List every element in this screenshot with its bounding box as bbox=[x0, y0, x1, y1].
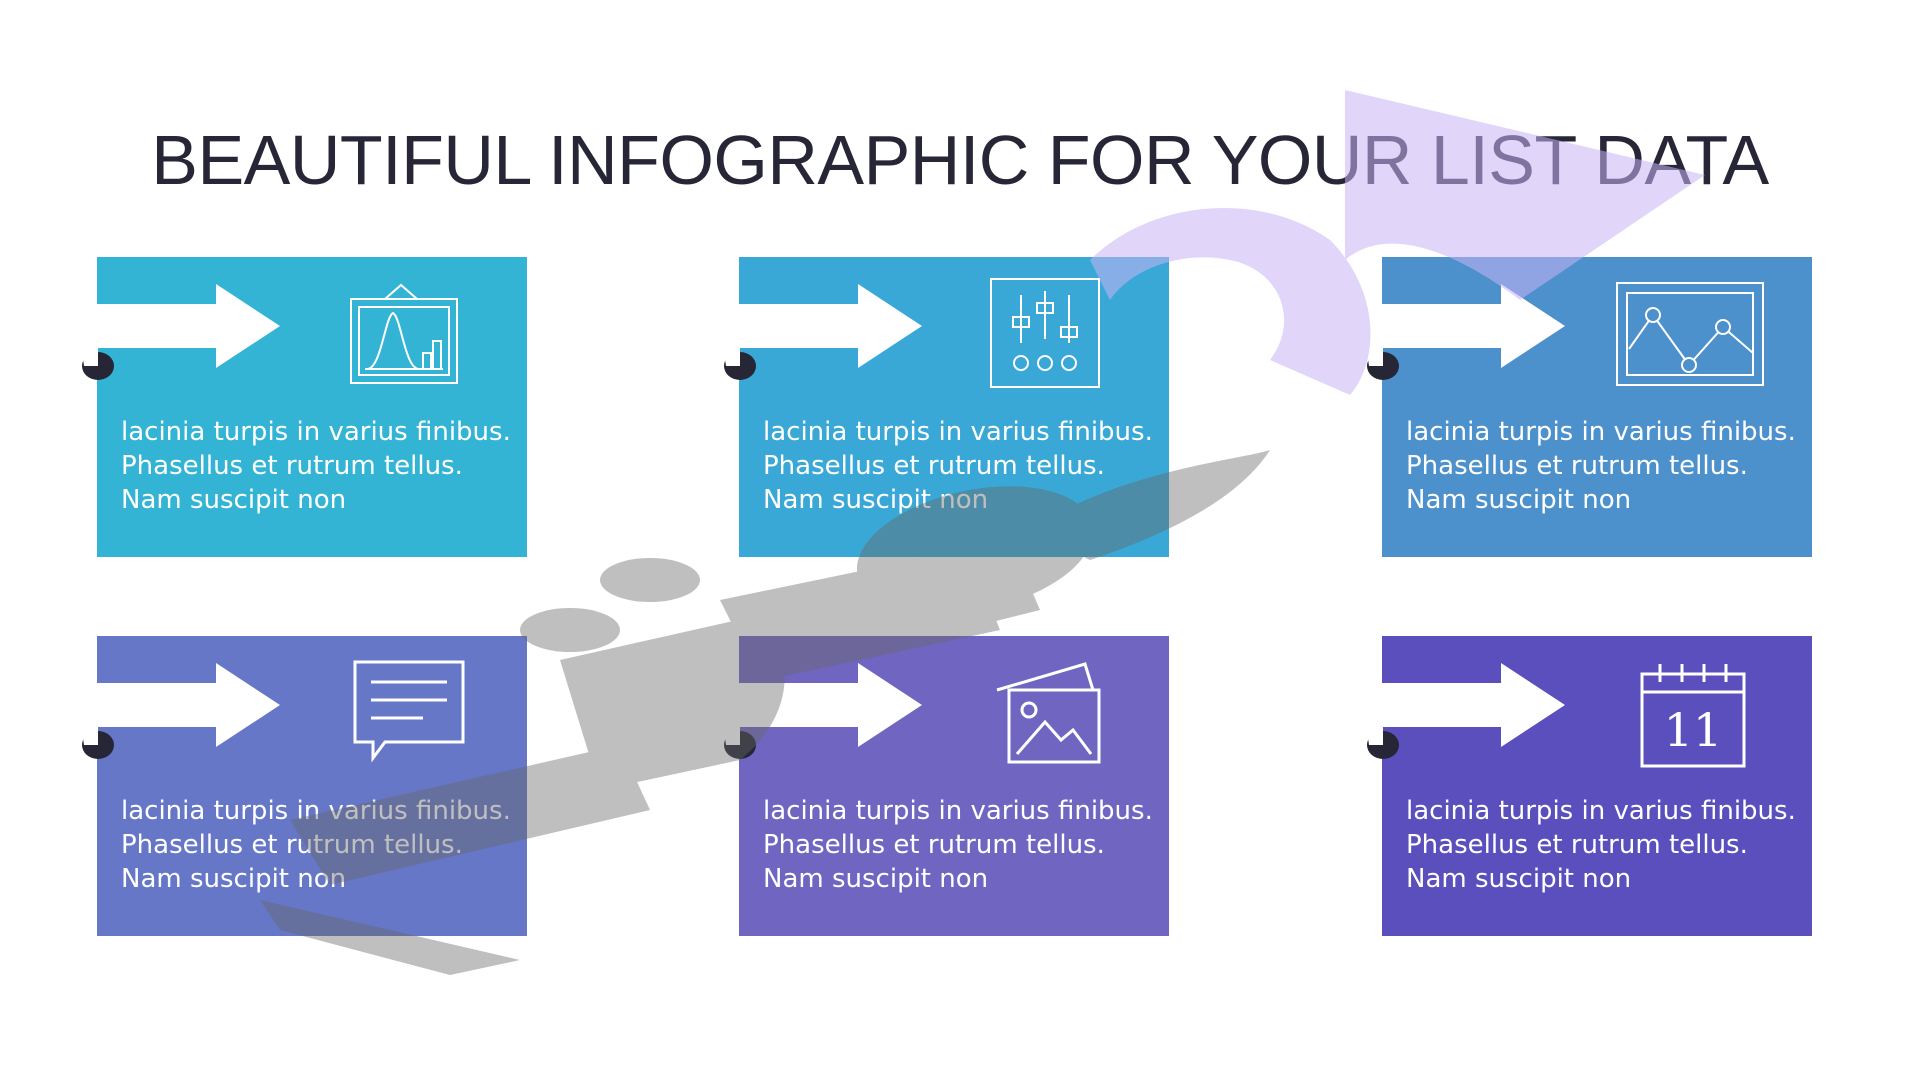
chat-bubble-icon bbox=[347, 656, 467, 776]
ribbon-arrow bbox=[723, 663, 922, 759]
line-graph-icon bbox=[1615, 277, 1765, 397]
card-text: lacinia turpis in varius finibus. Phasel… bbox=[763, 417, 1153, 515]
card-5: lacinia turpis in varius finibus. Phasel… bbox=[739, 636, 1169, 936]
card-text: lacinia turpis in varius finibus. Phasel… bbox=[121, 796, 511, 894]
calendar-day-label: 11 bbox=[1663, 703, 1723, 757]
calendar-icon: 11 bbox=[1632, 656, 1752, 776]
slide-title: BEAUTIFUL INFOGRAPHIC FOR YOUR LIST DATA bbox=[151, 121, 1769, 199]
card-4: lacinia turpis in varius finibus. Phasel… bbox=[97, 636, 527, 936]
equalizer-sliders-icon bbox=[989, 277, 1109, 397]
ribbon-arrow bbox=[1366, 284, 1565, 380]
photos-icon bbox=[989, 656, 1109, 776]
card-1: lacinia turpis in varius finibus. Phasel… bbox=[97, 257, 527, 557]
easel-chart-icon bbox=[347, 277, 467, 397]
ribbon-arrow bbox=[81, 663, 280, 759]
ribbon-arrow bbox=[81, 284, 280, 380]
card-text: lacinia turpis in varius finibus. Phasel… bbox=[763, 796, 1153, 894]
ribbon-arrow bbox=[1366, 663, 1565, 759]
card-text: lacinia turpis in varius finibus. Phasel… bbox=[1406, 417, 1796, 515]
card-text: lacinia turpis in varius finibus. Phasel… bbox=[1406, 796, 1796, 894]
card-text: lacinia turpis in varius finibus. Phasel… bbox=[121, 417, 511, 515]
ribbon-arrow bbox=[723, 284, 922, 380]
